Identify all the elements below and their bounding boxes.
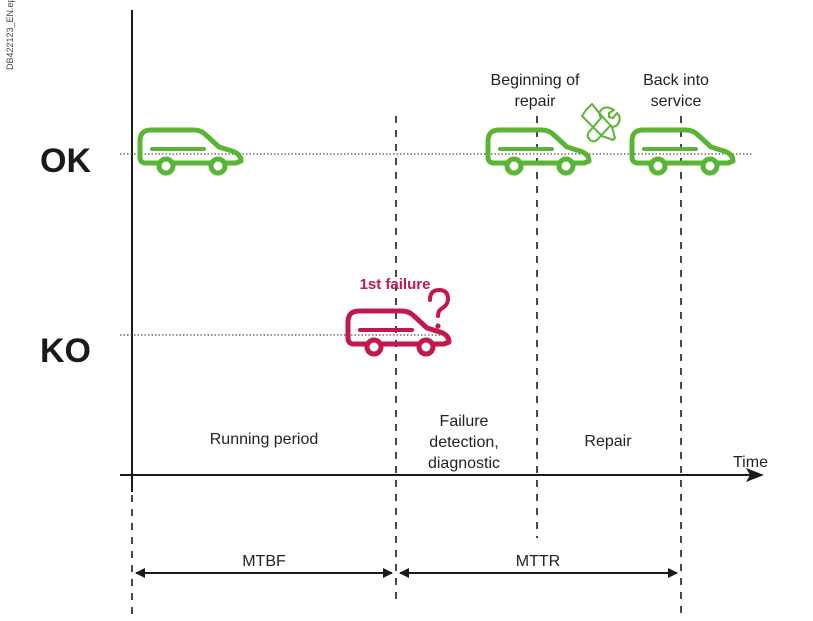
detection-label-line-1: Failure	[440, 413, 489, 430]
detection-label-line-2: detection,	[429, 434, 498, 451]
mttr-label: MTTR	[516, 553, 560, 570]
mtbf-label: MTBF	[242, 553, 286, 570]
beginning-of-repair-label-line-2: repair	[515, 93, 557, 110]
time-axis-label: Time	[733, 454, 768, 471]
tools-icon	[581, 103, 621, 143]
state-ok-label: OK	[40, 142, 91, 180]
question-mark-icon	[428, 287, 451, 329]
back-into-service-label-line-1: Back into	[643, 72, 709, 89]
running-period-label: Running period	[210, 431, 319, 448]
broken-car-icon	[345, 308, 452, 357]
first-failure-label: 1st failure	[360, 276, 431, 293]
detection-label-line-3: diagnostic	[428, 455, 500, 472]
car-icon	[137, 127, 244, 176]
back-into-service-label-line-2: service	[651, 93, 702, 110]
beginning-of-repair-label-line-1: Beginning of	[491, 72, 581, 89]
car-icon	[629, 127, 736, 176]
document-id: DB422123_EN.eps	[5, 0, 15, 70]
state-ko-label: KO	[40, 332, 91, 370]
car-icon	[485, 127, 592, 176]
repair-label: Repair	[584, 433, 632, 450]
